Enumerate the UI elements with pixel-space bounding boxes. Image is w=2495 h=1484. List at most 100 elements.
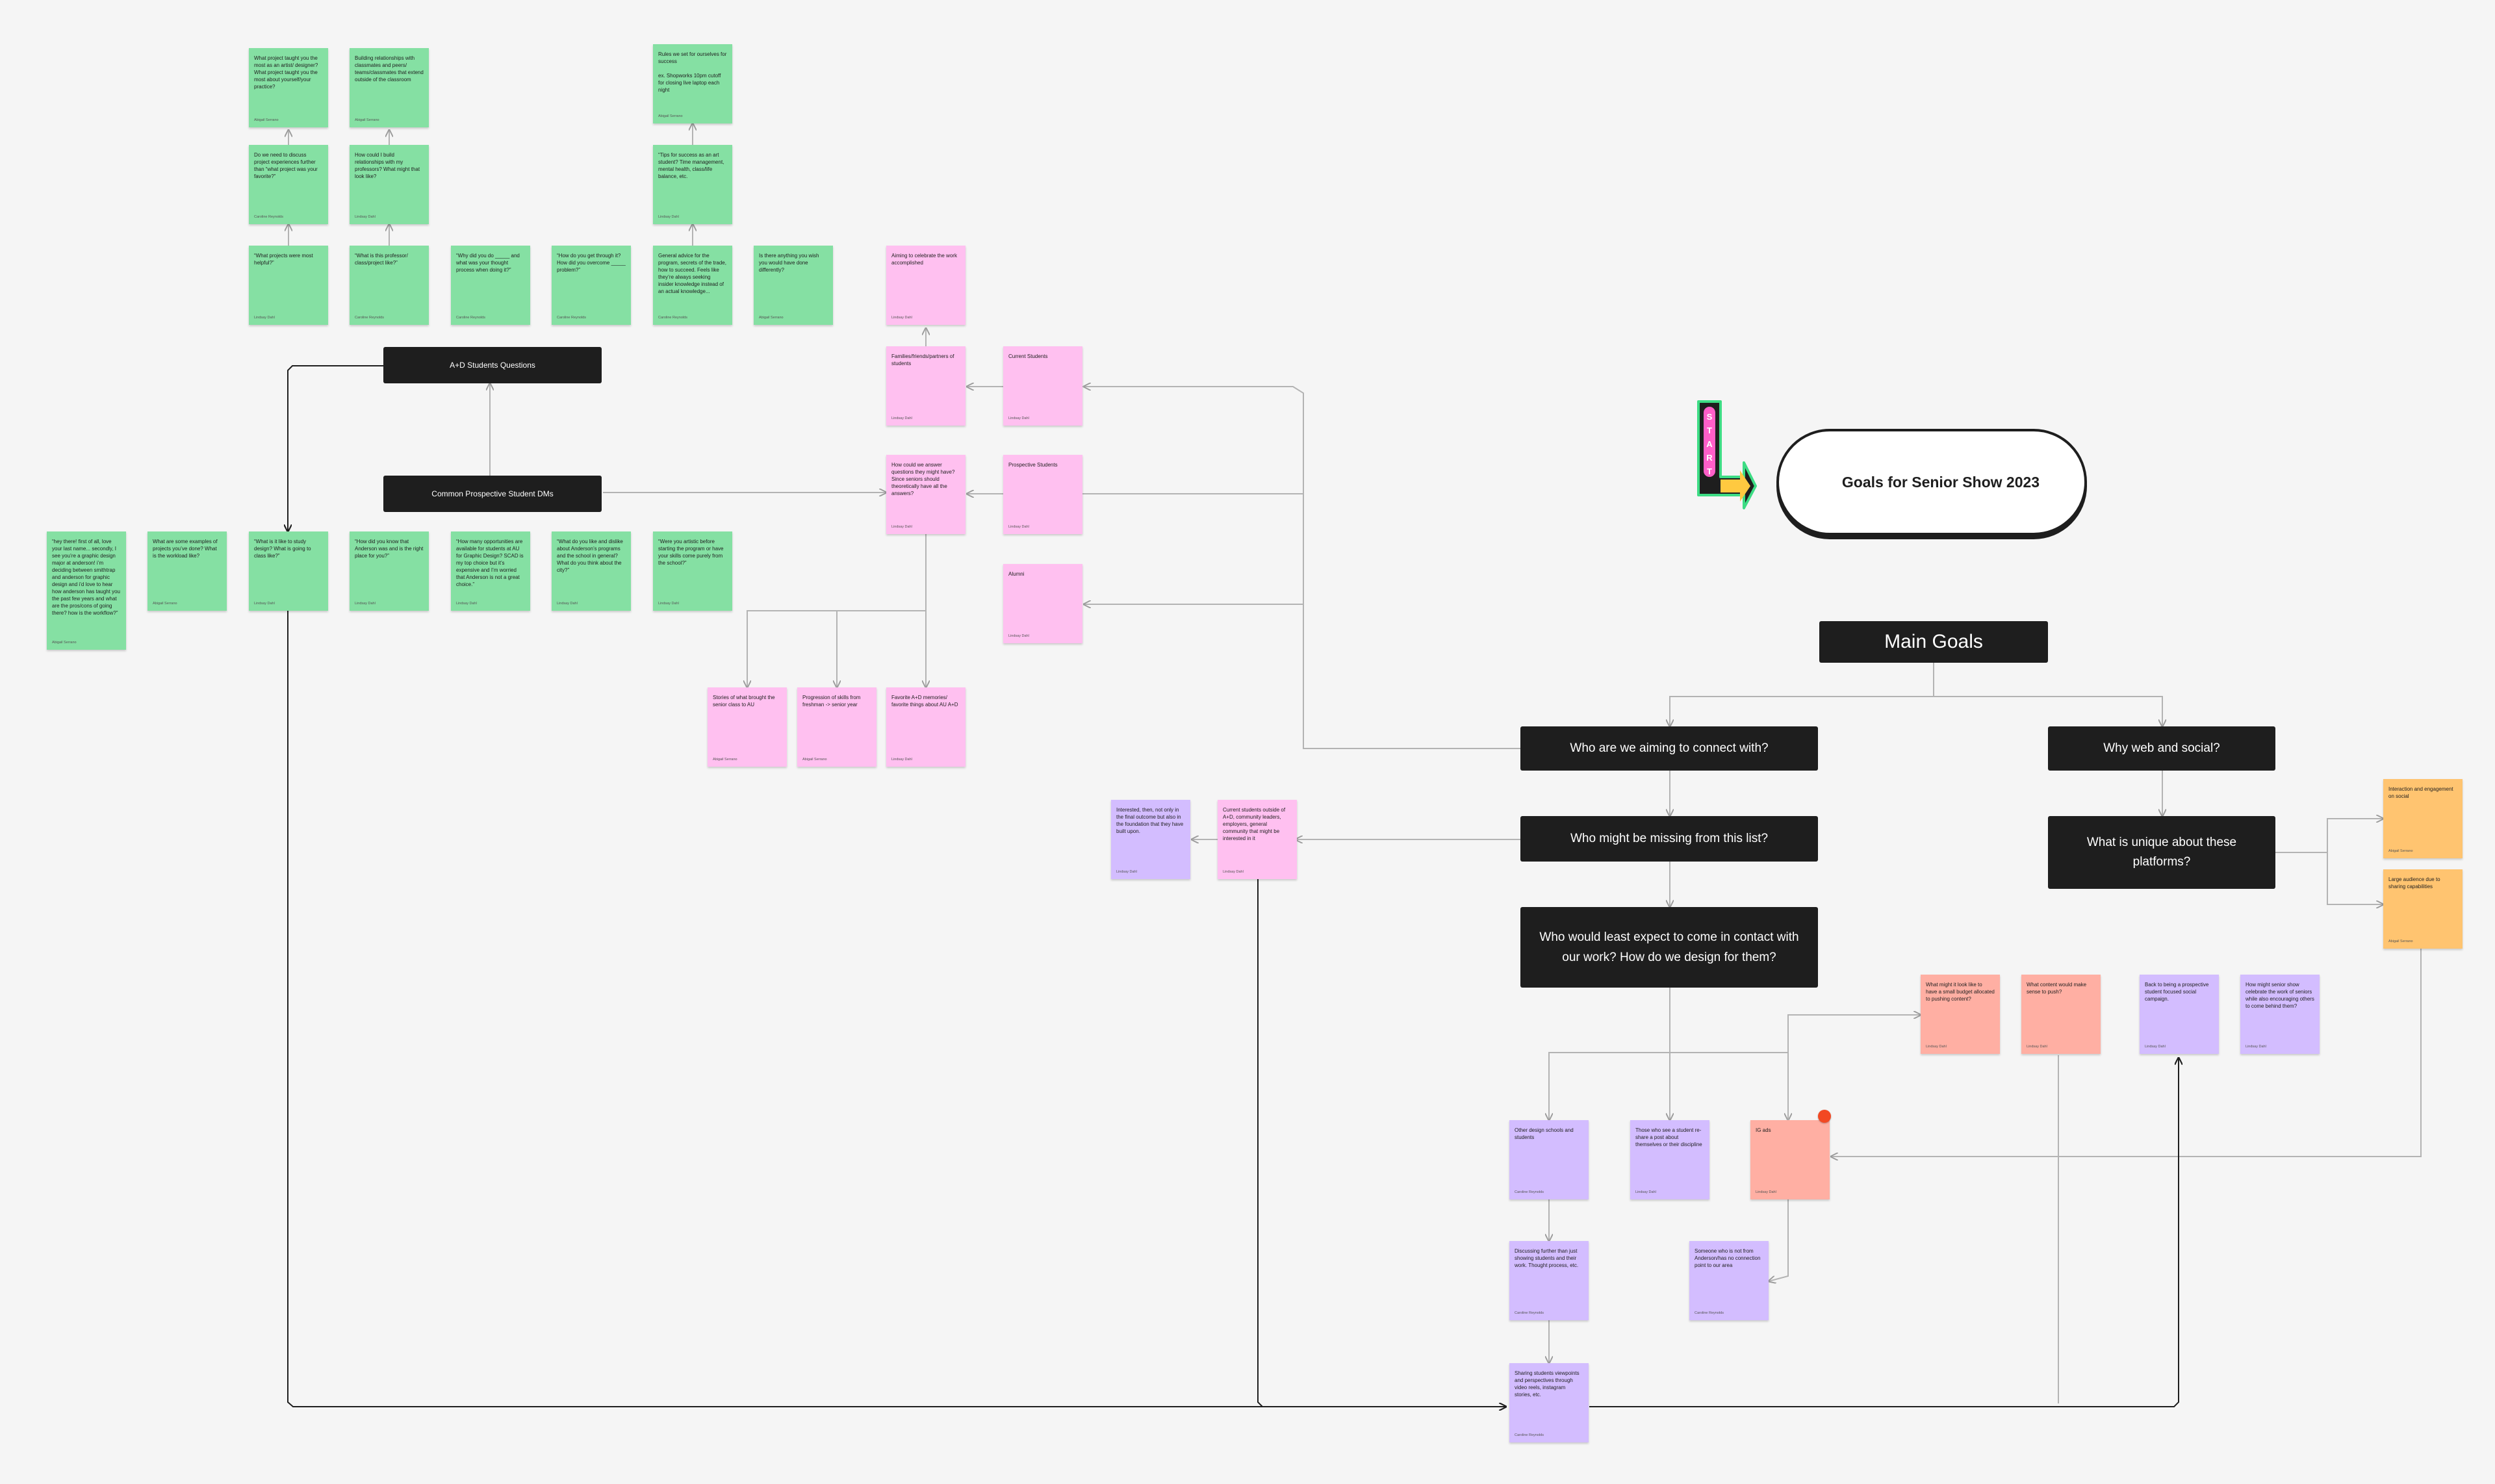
connector <box>1769 1199 1789 1281</box>
sticky-q-row4[interactable]: “How do you get through it? How did you … <box>552 246 631 325</box>
sticky-author: Abigail Serrano <box>52 641 77 645</box>
connector <box>1831 949 2422 1157</box>
sticky-author: Lindsay Dahl <box>1008 416 1029 420</box>
sticky-text: Progression of skills from freshman -> s… <box>802 695 861 708</box>
sticky-text: Stories of what brought the senior class… <box>713 695 775 708</box>
node-who-missing[interactable]: Who might be missing from this list? <box>1520 816 1818 862</box>
sticky-text: Current students outside of A+D, communi… <box>1223 807 1286 841</box>
sticky-p-stories[interactable]: Stories of what brought the senior class… <box>708 687 787 767</box>
sticky-author: Lindsay Dahl <box>456 602 477 606</box>
sticky-author: Abigail Serrano <box>759 316 784 320</box>
sticky-text: “What is it like to study design? What i… <box>254 539 311 559</box>
sticky-q-top1[interactable]: What project taught you the most as an a… <box>249 48 328 127</box>
start-letter: T <box>1707 426 1712 435</box>
sticky-q-mid3[interactable]: “Tips for success as an art student? Tim… <box>653 145 732 224</box>
node-common-dms[interactable]: Common Prospective Student DMs <box>383 476 602 512</box>
sticky-p-outside[interactable]: Current students outside of A+D, communi… <box>1218 800 1297 879</box>
sticky-q-row1[interactable]: “What projects were most helpful?”Lindsa… <box>249 246 328 325</box>
sticky-text: “What is this professor/ class/project l… <box>355 253 408 266</box>
sticky-text: How could I build relationships with my … <box>355 152 420 179</box>
sticky-q-top3[interactable]: Rules we set for ourselves for success e… <box>653 44 732 123</box>
sticky-p-aim[interactable]: Aiming to celebrate the work accomplishe… <box>886 246 966 325</box>
start-letter: A <box>1706 439 1713 449</box>
node-why-web[interactable]: Why web and social? <box>2048 726 2275 771</box>
sticky-dm3[interactable]: “What is it like to study design? What i… <box>249 531 328 611</box>
sticky-text: “hey there! first of all, love your last… <box>52 539 120 616</box>
sticky-q-row6[interactable]: Is there anything you wish you would hav… <box>754 246 833 325</box>
sticky-p-favorite[interactable]: Favorite A+D memories/ favorite things a… <box>886 687 966 767</box>
sticky-o-large[interactable]: Large audience due to sharing capabiliti… <box>2383 869 2463 949</box>
sticky-author: Lindsay Dahl <box>1116 870 1137 874</box>
connector <box>837 610 926 687</box>
sticky-pu-those[interactable]: Those who see a student re-share a post … <box>1630 1120 1709 1199</box>
sticky-q-row3[interactable]: “Why did you do _____ and what was your … <box>451 246 530 325</box>
sticky-dm5[interactable]: “How many opportunities are available fo… <box>451 531 530 611</box>
sticky-text: Favorite A+D memories/ favorite things a… <box>891 695 958 708</box>
sticky-q-mid1[interactable]: Do we need to discuss project experience… <box>249 145 328 224</box>
sticky-pu-discuss[interactable]: Discussing further than just showing stu… <box>1509 1241 1589 1320</box>
sticky-q-top2[interactable]: Building relationships with classmates a… <box>350 48 429 127</box>
sticky-text: IG ads <box>1756 1127 1771 1133</box>
sticky-q-mid2[interactable]: How could I build relationships with my … <box>350 145 429 224</box>
sticky-text: “How did you know that Anderson was and … <box>355 539 424 559</box>
node-who-least[interactable]: Who would least expect to come in contac… <box>1520 907 1818 988</box>
sticky-dm4[interactable]: “How did you know that Anderson was and … <box>350 531 429 611</box>
page-title[interactable]: Goals for Senior Show 2023 <box>1776 429 2087 535</box>
sticky-text: Is there anything you wish you would hav… <box>759 253 819 273</box>
sticky-author: Caroline Reynolds <box>1695 1311 1724 1315</box>
sticky-author: Lindsay Dahl <box>891 758 912 761</box>
sticky-author: Abigail Serrano <box>802 758 827 761</box>
connector <box>747 534 927 687</box>
sticky-author: Abigail Serrano <box>254 118 279 122</box>
connector <box>1934 696 2162 726</box>
node-main-goals[interactable]: Main Goals <box>1819 621 2048 663</box>
sticky-author: Lindsay Dahl <box>891 416 912 420</box>
sticky-text: Those who see a student re-share a post … <box>1635 1127 1702 1147</box>
connector <box>2327 852 2383 904</box>
sticky-author: Abigail Serrano <box>713 758 737 761</box>
sticky-pu-interested[interactable]: Interested, then, not only in the final … <box>1111 800 1190 879</box>
node-ad-questions[interactable]: A+D Students Questions <box>383 347 602 383</box>
sticky-pu-back[interactable]: Back to being a prospective student focu… <box>2140 975 2219 1054</box>
sticky-p-progression[interactable]: Progression of skills from freshman -> s… <box>797 687 876 767</box>
sticky-author: Caroline Reynolds <box>355 316 384 320</box>
sticky-author: Lindsay Dahl <box>355 215 376 219</box>
sticky-dm1[interactable]: “hey there! first of all, love your last… <box>47 531 126 650</box>
sticky-s-budget[interactable]: What might it look like to have a small … <box>1921 975 2000 1054</box>
start-letter: T <box>1707 467 1712 476</box>
start-sign-icon: S T A R T <box>1697 400 1757 509</box>
sticky-q-row2[interactable]: “What is this professor/ class/project l… <box>350 246 429 325</box>
sticky-text: Prospective Students <box>1008 462 1058 468</box>
sticky-pu-someone[interactable]: Someone who is not from Anderson/has no … <box>1689 1241 1769 1320</box>
sticky-text: Interaction and engagement on social <box>2388 786 2453 799</box>
sticky-text: “How do you get through it? How did you … <box>557 253 626 273</box>
connector <box>1670 1052 1788 1120</box>
sticky-q-row5[interactable]: General advice for the program, secrets … <box>653 246 732 325</box>
sticky-pu-sharing[interactable]: Sharing students viewpoints and perspect… <box>1509 1363 1589 1442</box>
comment-badge-icon[interactable] <box>1818 1110 1831 1123</box>
sticky-s-content[interactable]: What content would make sense to push?Li… <box>2021 975 2101 1054</box>
sticky-dm6[interactable]: “What do you like and dislike about Ande… <box>552 531 631 611</box>
sticky-text: What are some examples of projects you’v… <box>153 539 218 559</box>
connector <box>1549 988 1670 1120</box>
sticky-dm2[interactable]: What are some examples of projects you’v… <box>147 531 227 611</box>
sticky-author: Lindsay Dahl <box>254 316 275 320</box>
sticky-text: Do we need to discuss project experience… <box>254 152 318 179</box>
sticky-pu-how[interactable]: How might senior show celebrate the work… <box>2240 975 2320 1054</box>
connector-dark <box>1257 878 1263 1407</box>
sticky-p-answer[interactable]: How could we answer questions they might… <box>886 455 966 534</box>
sticky-author: Lindsay Dahl <box>557 602 578 606</box>
node-unique[interactable]: What is unique about these platforms? <box>2048 816 2275 889</box>
sticky-dm7[interactable]: “Were you artistic before starting the p… <box>653 531 732 611</box>
sticky-author: Lindsay Dahl <box>2027 1045 2047 1049</box>
sticky-text: Current Students <box>1008 353 1048 359</box>
node-who-connect[interactable]: Who are we aiming to connect with? <box>1520 726 1818 771</box>
sticky-text: “How many opportunities are available fo… <box>456 539 524 587</box>
